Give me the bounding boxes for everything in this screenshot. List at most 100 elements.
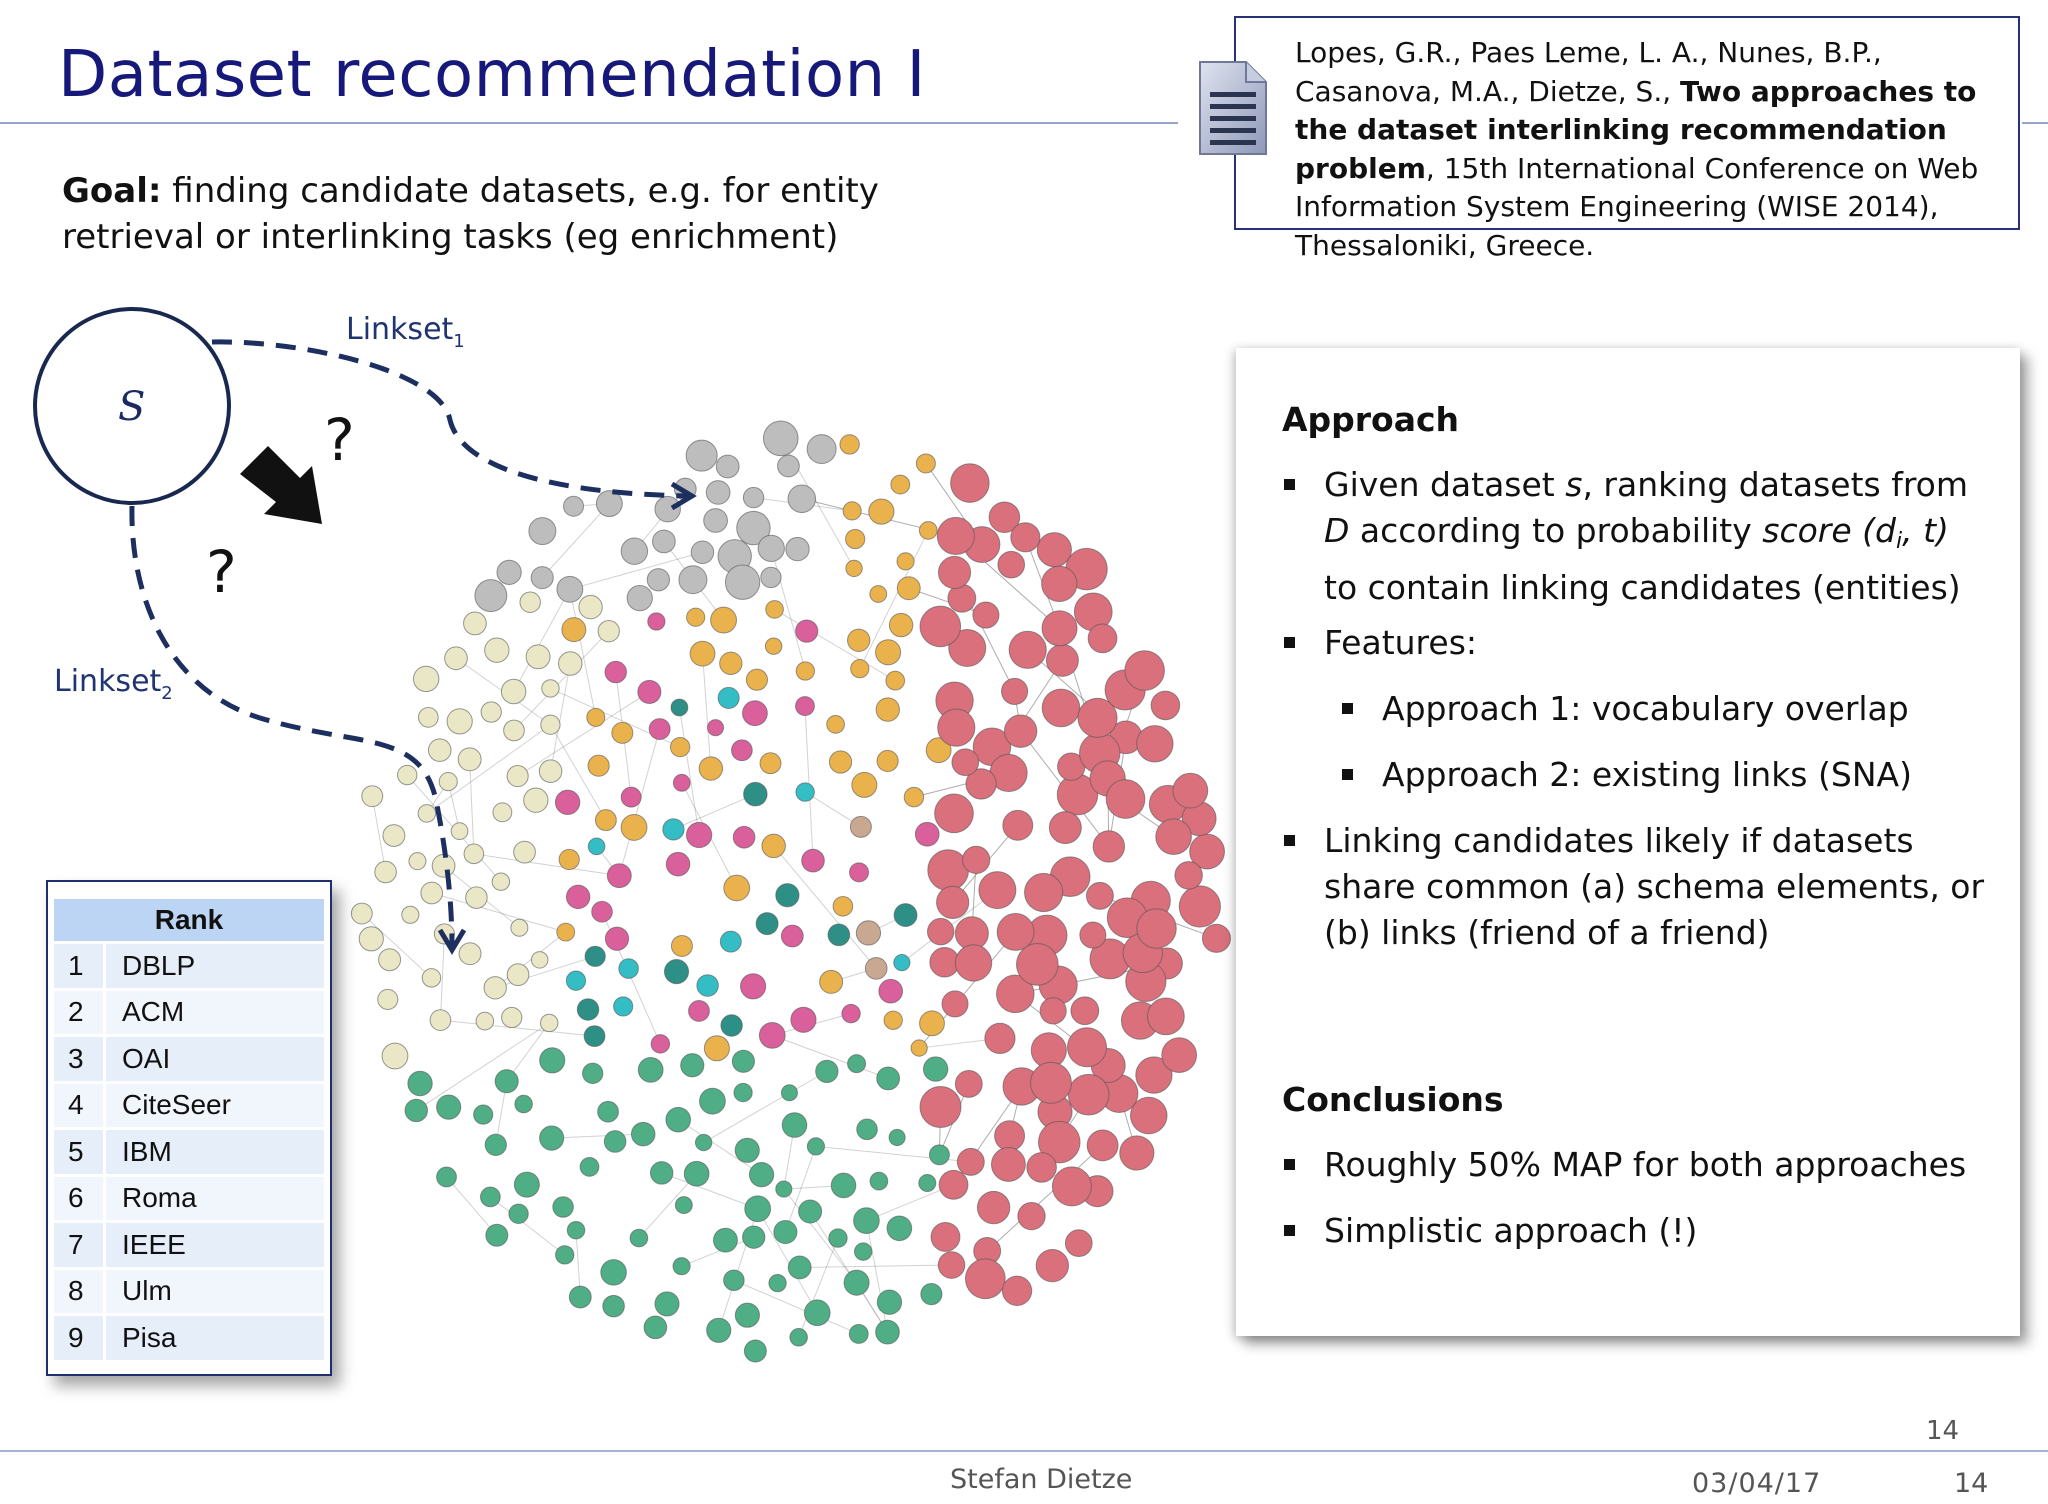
rank-dataset-name: CiteSeer: [106, 1083, 324, 1127]
dataset-node: [1124, 650, 1165, 691]
dataset-node: [886, 1215, 913, 1242]
dataset-node: [587, 837, 606, 856]
dataset-node: [830, 1172, 857, 1199]
dataset-node: [832, 895, 854, 917]
reference-box: [1234, 16, 2020, 230]
dataset-node: [855, 920, 882, 946]
dataset-node: [1155, 818, 1192, 856]
dataset-node: [382, 824, 406, 847]
rank-number: 5: [54, 1130, 106, 1174]
dataset-node: [1135, 1056, 1173, 1094]
dataset-node: [930, 1222, 961, 1252]
dataset-node: [719, 930, 742, 953]
dataset-node: [433, 923, 455, 945]
dataset-node: [1010, 522, 1041, 553]
dataset-node: [1086, 1129, 1119, 1162]
dataset-node: [404, 1098, 429, 1123]
dataset-node: [670, 698, 689, 717]
dataset-node: [457, 747, 482, 772]
dataset-node: [950, 463, 990, 503]
dataset-node: [984, 1022, 1016, 1055]
dataset-node: [994, 1120, 1026, 1152]
dataset-node: [688, 1000, 710, 1022]
rank-number: 3: [54, 1037, 106, 1081]
feature-bullet-2: Approach 2: existing links (SNA): [1342, 752, 1992, 798]
dataset-node: [890, 474, 911, 495]
dataset-node: [689, 640, 716, 667]
dataset-node: [918, 1173, 937, 1193]
dataset-node: [643, 1315, 668, 1340]
rank-table-header: Rank: [54, 899, 324, 941]
dataset-node: [1038, 1120, 1081, 1164]
dataset-node: [1002, 809, 1034, 841]
dataset-node: [883, 1010, 903, 1030]
reference-paper-title: Two approaches to the dataset interlinki…: [1295, 74, 1977, 185]
dataset-node: [1161, 1037, 1198, 1074]
approach-panel: Approach Given dataset s, ranking datase…: [1236, 348, 2020, 1336]
dataset-node: [972, 601, 1000, 629]
dataset-node: [674, 1196, 693, 1215]
dataset-node: [976, 1190, 1011, 1225]
dataset-node: [757, 534, 785, 563]
dataset-node: [845, 528, 866, 550]
conclusion-bullet-2: Simplistic approach (!): [1284, 1208, 2004, 1254]
dataset-node: [919, 605, 962, 648]
dataset-node: [1041, 688, 1081, 728]
dataset-node: [578, 594, 603, 620]
dataset-node: [910, 1039, 928, 1057]
rank-number: 2: [54, 990, 106, 1034]
dataset-node: [475, 1011, 495, 1031]
dataset-node: [937, 1251, 966, 1279]
dataset-node: [795, 661, 815, 681]
dataset-node: [1092, 830, 1126, 863]
dataset-node: [888, 612, 914, 638]
dataset-node: [1178, 885, 1221, 928]
dataset-node: [421, 968, 442, 988]
dataset-node: [528, 517, 557, 546]
dataset-node: [842, 501, 862, 521]
dataset-node: [703, 508, 728, 533]
dataset-node: [485, 1223, 509, 1247]
dataset-node: [698, 756, 724, 781]
dataset-node: [795, 696, 815, 717]
dataset-node: [513, 1171, 540, 1198]
dataset-node: [948, 628, 987, 667]
source-dataset-label: S: [118, 384, 146, 430]
dataset-node: [1000, 677, 1029, 705]
title-divider: [0, 122, 1178, 124]
dataset-node: [731, 739, 753, 762]
dataset-node: [853, 1207, 880, 1235]
dataset-node: [480, 701, 502, 723]
goal-label: Goal:: [62, 171, 162, 211]
dataset-node: [672, 773, 691, 792]
dataset-node: [1079, 921, 1107, 949]
rank-dataset-name: Ulm: [106, 1269, 324, 1313]
dataset-node: [685, 439, 718, 472]
dataset-node: [541, 679, 560, 698]
dataset-node: [1077, 697, 1118, 738]
dataset-node: [670, 934, 693, 957]
dataset-node: [744, 1195, 772, 1223]
dataset-node: [1026, 1152, 1057, 1183]
dataset-node: [479, 1186, 501, 1208]
dataset-node: [864, 957, 888, 980]
dataset-node: [764, 637, 783, 655]
feature-bullet-1: Approach 1: vocabulary overlap: [1342, 686, 1992, 732]
dataset-node: [742, 486, 765, 509]
dataset-node: [841, 1003, 861, 1024]
dataset-node: [742, 700, 768, 727]
dataset-node: [743, 781, 768, 807]
dataset-node: [785, 536, 810, 562]
dataset-node: [761, 833, 786, 859]
dataset-node: [918, 521, 938, 540]
dataset-node: [381, 1042, 409, 1070]
dataset-node: [795, 782, 815, 802]
dataset-node: [919, 1085, 962, 1128]
dataset-node: [647, 612, 666, 631]
dataset-node: [626, 584, 653, 612]
dataset-node: [450, 822, 469, 841]
dataset-node: [1150, 690, 1181, 721]
dataset-node: [765, 600, 784, 619]
